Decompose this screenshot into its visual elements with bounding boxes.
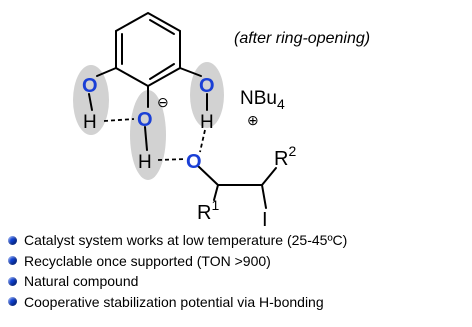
bullet-icon [8, 235, 17, 245]
hydrogen-middle: H [138, 152, 152, 173]
bullet-icon [8, 276, 17, 286]
hydrogen-right: H [200, 112, 214, 133]
oxygen-left: O [82, 75, 98, 97]
benzene-ring [115, 11, 181, 88]
bullet-icon [8, 297, 17, 307]
feature-item: Natural compound [8, 271, 347, 292]
feature-text: Natural compound [24, 273, 139, 290]
feature-item: Cooperative stabilization potential via … [8, 292, 347, 313]
hbond-highlight-middle [130, 90, 166, 180]
bullet-icon [8, 256, 17, 266]
feature-text: Catalyst system works at low temperature… [24, 232, 348, 249]
feature-item: Catalyst system works at low temperature… [8, 230, 347, 251]
feature-list: Catalyst system works at low temperature… [8, 230, 347, 312]
r2-label: R2 [274, 143, 296, 170]
feature-text: Cooperative stabilization potential via … [24, 293, 324, 310]
r1-label: R1 [197, 197, 219, 224]
feature-text: Recyclable once supported (TON >900) [24, 252, 271, 269]
atom-labels: O H O ⊖ H O H O NBu4 ⊕ R2 R1 I [82, 75, 296, 231]
iodine-label: I [262, 209, 268, 231]
hydrogen-left: H [83, 112, 97, 133]
phenolate-charge: ⊖ [157, 94, 169, 110]
bonds [88, 67, 277, 209]
ring-opening-caption: (after ring-opening) [234, 30, 370, 47]
cation-label: NBu4 [240, 88, 285, 112]
oxygen-right: O [199, 75, 215, 97]
cation-charge: ⊕ [247, 112, 259, 128]
oxygen-phenolate: O [137, 109, 153, 131]
feature-item: Recyclable once supported (TON >900) [8, 251, 347, 272]
oxygen-alkoxide: O [186, 151, 202, 173]
hydrogen-bonds [103, 118, 206, 161]
